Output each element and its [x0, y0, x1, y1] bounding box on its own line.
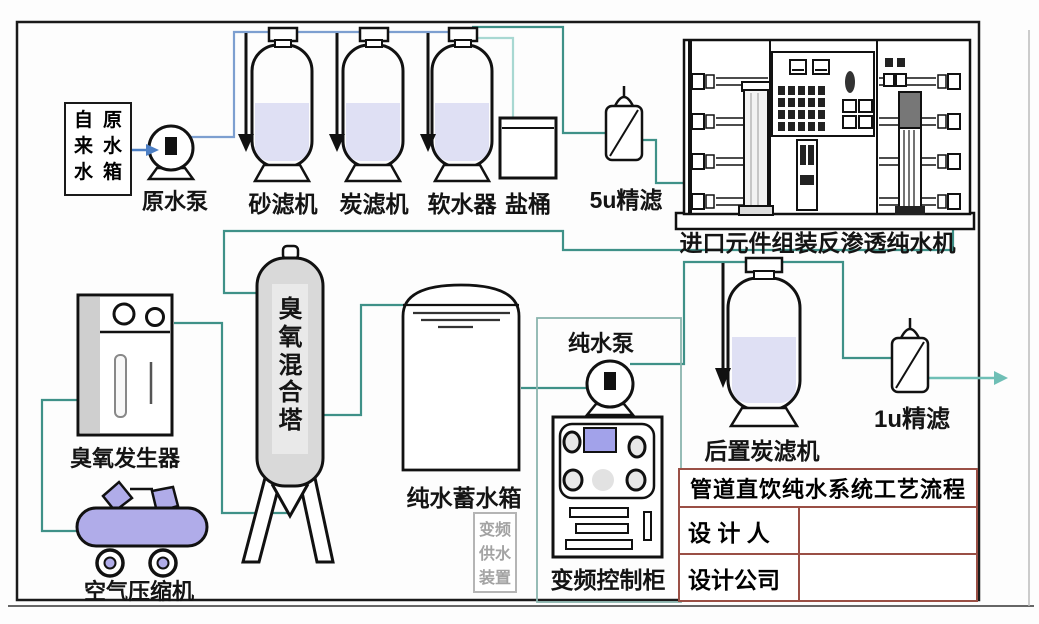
post-carbon-shape	[715, 256, 802, 428]
label-raw-pump: 原水泵	[141, 189, 208, 214]
title-block: 管道直饮纯水系统工艺流程 设 计 人 设计公司	[678, 468, 978, 602]
ro-machine-shape	[674, 38, 976, 231]
source-to-pump-arrow	[132, 144, 159, 156]
vfd-enclosure-outline	[536, 317, 682, 603]
pure-water-tank-shape	[401, 283, 521, 472]
company-label: 设计公司	[680, 555, 800, 600]
title-block-company-row: 设计公司	[680, 555, 976, 600]
air-compressor-shape	[75, 480, 209, 578]
tank-inlet-arrows	[238, 33, 436, 152]
pipe-compressor-to-generator	[40, 398, 79, 533]
label-ozone-generator: 臭氧发生器	[69, 446, 180, 471]
source-water-box: 自来水 原水箱	[64, 102, 132, 196]
label-air-compressor: 空气压缩机	[83, 579, 194, 604]
source-box-left-column: 自来水	[73, 110, 93, 184]
filter-1u-shape	[890, 318, 930, 394]
ozone-generator-shape	[76, 293, 174, 437]
pipe-tower-to-tank	[323, 303, 404, 417]
label-ozone-tower: 臭氧混合塔	[278, 296, 303, 435]
company-value-cell	[800, 555, 976, 600]
title-block-designer-row: 设 计 人	[680, 508, 976, 555]
designer-value-cell	[800, 508, 976, 553]
label-salt-barrel: 盐桶	[505, 191, 551, 217]
vfd-cabinet-shape	[551, 415, 664, 559]
designer-label: 设 计 人	[680, 508, 800, 553]
outlet-arrow	[929, 371, 1008, 385]
source-box-right-column: 原水箱	[102, 110, 122, 184]
label-vfd-cabinet: 变频控制柜	[550, 567, 666, 593]
drawing-frame	[8, 20, 1034, 607]
filter-5u-shape	[604, 86, 644, 162]
label-filter-1u: 1u精滤	[873, 406, 950, 433]
sand-filter-tank	[250, 26, 314, 183]
title-block-title: 管道直饮纯水系统工艺流程	[680, 470, 976, 508]
salt-barrel-shape	[498, 116, 558, 180]
pure-pump-shape	[584, 359, 636, 417]
softener-tank	[430, 26, 494, 183]
label-ro-machine: 进口元件组装反渗透纯水机	[679, 230, 956, 256]
label-pure-water-tank: 纯水蓄水箱	[406, 485, 522, 511]
pipe-softener-to-5u	[472, 25, 607, 135]
label-sand-filter: 砂滤机	[248, 191, 318, 217]
pipe-ro-to-ozone-tower	[222, 227, 955, 295]
carbon-filter-tank	[341, 26, 405, 183]
label-filter-5u: 5u精滤	[589, 187, 663, 213]
pipe-raw-feed	[188, 30, 478, 139]
ozone-tower-shape	[241, 244, 335, 564]
label-carbon-filter: 炭滤机	[339, 191, 409, 217]
label-softener: 软水器	[427, 191, 497, 217]
raw-pump-shape	[146, 124, 196, 181]
vfd-supply-unit-label: 变频供水装置	[473, 512, 517, 593]
label-post-carbon: 后置炭滤机	[704, 438, 820, 464]
label-pure-water-pump: 纯水泵	[567, 331, 634, 356]
pipe-5u-to-ro	[641, 138, 685, 185]
